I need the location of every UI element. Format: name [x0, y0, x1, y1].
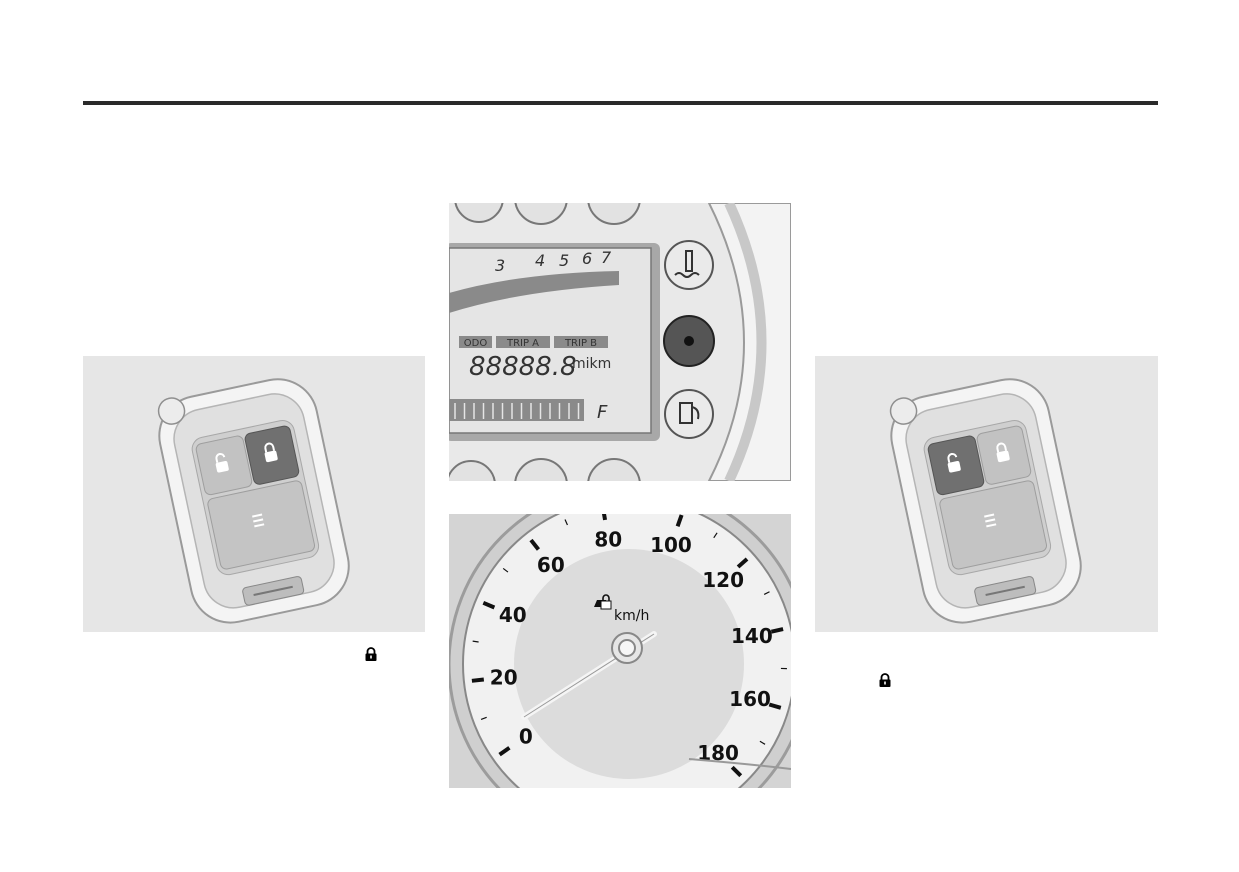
tach-number-6: 6: [582, 249, 592, 268]
major-tick: [482, 600, 496, 610]
lock-icon: [879, 673, 891, 687]
speed-label-80: 80: [594, 528, 622, 552]
fuel-full-label: F: [597, 402, 608, 423]
speed-label-40: 40: [499, 603, 527, 627]
header-rule: [83, 101, 1158, 105]
major-tick: [736, 557, 749, 569]
tach-number-4: 4: [535, 251, 545, 270]
speed-label-60: 60: [537, 553, 565, 577]
minor-tick: [564, 519, 568, 526]
major-tick: [675, 514, 684, 527]
tach-number-5: 5: [559, 251, 569, 270]
mode-label-trip-b: TRIP B: [564, 338, 597, 349]
minor-tick: [759, 740, 766, 745]
key-fob-lock-figure: [83, 356, 425, 632]
minor-tick: [472, 640, 479, 643]
key-fob-unlock-figure: [815, 356, 1158, 632]
tach-number-7: 7: [601, 248, 612, 267]
mode-label-bg: [554, 336, 608, 348]
unit-label: mikm: [572, 356, 611, 372]
major-tick: [602, 514, 608, 521]
major-tick: [498, 746, 511, 757]
minor-tick: [502, 567, 509, 573]
minor-tick: [480, 716, 487, 721]
speed-label-120: 120: [702, 568, 744, 592]
fuel-pump-icon: [664, 389, 714, 439]
speed-label-20: 20: [490, 665, 518, 689]
speed-label-160: 160: [729, 687, 771, 711]
speed-label-0: 0: [519, 724, 533, 748]
key-fob-illustration: [157, 378, 350, 624]
major-tick: [471, 677, 485, 683]
car-lock-icon: [594, 594, 612, 610]
lock-icon: [365, 647, 377, 661]
odometer-digits: 88888.8: [469, 352, 577, 382]
key-fob-illustration-right: [889, 378, 1082, 624]
mode-label-bg: [496, 336, 550, 348]
minor-tick: [763, 591, 770, 596]
major-tick: [730, 765, 743, 778]
major-tick: [770, 627, 784, 634]
tach-number-3: 3: [495, 256, 505, 275]
minor-tick: [713, 532, 718, 539]
speed-label-100: 100: [650, 533, 692, 557]
speed-label-140: 140: [731, 624, 773, 648]
mode-label-trip-a: TRIP A: [506, 338, 539, 349]
major-tick: [529, 538, 541, 551]
speed-unit-label: km/h: [614, 608, 649, 624]
mode-label-bg: [459, 336, 492, 348]
major-tick: [768, 702, 782, 710]
mode-label-odo: ODO: [464, 338, 488, 349]
coolant-temp-icon: [664, 240, 714, 290]
